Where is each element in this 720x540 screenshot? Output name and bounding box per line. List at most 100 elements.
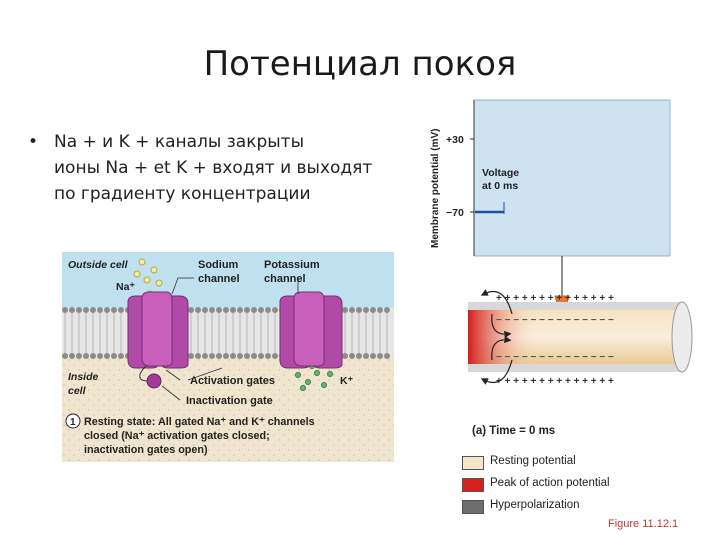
axon-end <box>671 301 693 373</box>
lipid-head <box>97 353 103 359</box>
lipid-head <box>342 307 348 313</box>
lipid-head <box>363 353 369 359</box>
caption-line-2: closed (Na⁺ activation gates closed; <box>84 430 270 442</box>
lipid-head <box>90 353 96 359</box>
tick-plus-30: +30 <box>446 134 464 146</box>
lipid-head <box>104 307 110 313</box>
lipid-head <box>83 307 89 313</box>
minus-row-inner-2: − − − − − − − − − − − − − − <box>496 352 614 363</box>
activation-gates-label: Activation gates <box>190 375 275 387</box>
legend-label-resting: Resting potential <box>490 455 576 467</box>
lipid-head <box>69 307 75 313</box>
legend-item-resting: Resting potential <box>462 455 702 471</box>
lipid-head <box>195 353 201 359</box>
tick-minus-70: −70 <box>446 207 464 219</box>
time-caption: (a) Time = 0 ms <box>472 425 555 437</box>
lipid-head <box>237 353 243 359</box>
bullet-mark: • <box>28 132 39 152</box>
lipid-head <box>370 353 376 359</box>
lipid-head <box>83 353 89 359</box>
inactivation-gate-ball <box>146 373 162 389</box>
lipid-head <box>230 307 236 313</box>
lipid-head <box>118 353 124 359</box>
lipid-head <box>62 353 68 359</box>
lipid-head <box>209 307 215 313</box>
lipid-head <box>223 353 229 359</box>
current-arrow-3 <box>491 336 512 361</box>
legend-item-peak: Peak of action potential <box>462 477 702 493</box>
bullet-line-3: по градиенту концентрации <box>54 184 311 204</box>
lipid-head <box>349 307 355 313</box>
lipid-head <box>272 353 278 359</box>
current-arrow-2 <box>491 313 512 338</box>
lipid-head <box>272 307 278 313</box>
lipid-head <box>69 353 75 359</box>
potassium-channel <box>279 291 343 369</box>
lipid-head <box>384 353 390 359</box>
outside-cell-label: Outside cell <box>68 259 129 271</box>
lipid-head <box>62 307 68 313</box>
lipid-head <box>377 307 383 313</box>
lipid-head <box>384 307 390 313</box>
y-axis-label: Membrane potential (mV) <box>430 129 441 248</box>
legend-item-hyperpolarization: Hyperpolarization <box>462 499 702 515</box>
lipid-head <box>202 353 208 359</box>
lipid-head <box>111 307 117 313</box>
current-arrow-1 <box>480 289 513 315</box>
axon-membrane-bottom <box>468 364 682 372</box>
lipid-head <box>356 307 362 313</box>
membrane-figure: Outside cell Na⁺ Sodium channel Potassiu… <box>62 252 394 462</box>
lipid-head <box>251 353 257 359</box>
lipid-head <box>265 307 271 313</box>
slide-title: Потенциал покоя <box>203 44 517 84</box>
na-label: Na⁺ <box>116 281 135 293</box>
lipid-head <box>76 307 82 313</box>
lipid-head <box>111 353 117 359</box>
potential-figure: Membrane potential (mV) +30 −70 Voltage … <box>430 99 693 437</box>
legend-swatch-hyperpolarization <box>462 500 484 514</box>
sodium-channel-label-2: channel <box>198 273 240 285</box>
lipid-head <box>209 353 215 359</box>
lipid-head <box>258 353 264 359</box>
lipid-head <box>363 307 369 313</box>
lipid-head <box>202 307 208 313</box>
lipid-head <box>349 353 355 359</box>
potassium-channel-label-2: channel <box>264 273 306 285</box>
minus-row-inner: − − − − − − − − − − − − − − <box>496 315 614 326</box>
lipid-head <box>244 353 250 359</box>
lipid-head <box>377 353 383 359</box>
voltage-label-1: Voltage <box>482 167 519 179</box>
potassium-channel-label-1: Potassium <box>264 259 320 271</box>
lipid-head <box>237 307 243 313</box>
voltage-label-2: at 0 ms <box>482 180 518 192</box>
caption-line-3: inactivation gates open) <box>84 444 208 456</box>
inside-cell-label-2: cell <box>68 385 87 397</box>
legend: Resting potential Peak of action potenti… <box>462 455 702 517</box>
step-number: 1 <box>70 417 76 428</box>
lipid-head <box>188 353 194 359</box>
caption-line-1: Resting state: All gated Na⁺ and K⁺ chan… <box>84 416 315 428</box>
lipid-head <box>188 307 194 313</box>
legend-label-peak: Peak of action potential <box>490 477 610 489</box>
step-number-circle <box>65 413 81 429</box>
plus-row-bottom: + + + + + + + + + + + + + + <box>496 376 614 387</box>
lipid-head <box>216 307 222 313</box>
lipid-head <box>230 353 236 359</box>
legend-swatch-peak <box>462 478 484 492</box>
plus-row-top: + + + + + + + + + + + + + + <box>496 293 614 304</box>
lipid-head <box>90 307 96 313</box>
lipid-head <box>195 307 201 313</box>
figure-reference: Figure 11.12.1 <box>608 518 679 530</box>
lipid-head <box>265 353 271 359</box>
current-arrow-4 <box>480 359 513 385</box>
lipid-head <box>223 307 229 313</box>
lipid-head <box>118 307 124 313</box>
lipid-head <box>258 307 264 313</box>
lipid-head <box>342 353 348 359</box>
lipid-head <box>216 353 222 359</box>
lipid-head <box>104 353 110 359</box>
lipid-bilayer <box>62 308 394 358</box>
legend-label-hyperpolarization: Hyperpolarization <box>490 499 580 511</box>
bullet-line-1: Na + и K + каналы закрыты <box>54 132 305 152</box>
lipid-head <box>97 307 103 313</box>
